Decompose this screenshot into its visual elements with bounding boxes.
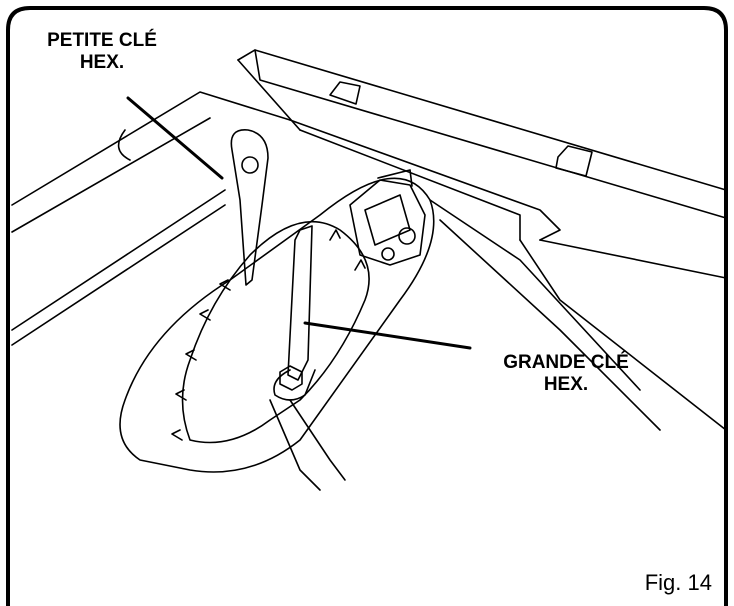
- figure-frame: [6, 6, 728, 606]
- large-hex-key-label-line1: GRANDE CLÉ: [503, 352, 629, 373]
- table-saw-drawing: [11, 49, 727, 491]
- figure-caption: Fig. 14: [644, 570, 712, 595]
- small-hex-key-label-line2: HEX.: [79, 52, 125, 73]
- small-hex-key-label-line1: PETITE CLÉ: [47, 30, 157, 51]
- large-hex-key-label: GRANDE CLÉ HEX.: [468, 352, 664, 396]
- leader-line-small-key: [126, 96, 224, 180]
- small-hex-key-label: PETITE CLÉ HEX.: [22, 30, 182, 74]
- leader-line-large-key: [303, 321, 472, 350]
- large-hex-key-label-line2: HEX.: [543, 374, 589, 395]
